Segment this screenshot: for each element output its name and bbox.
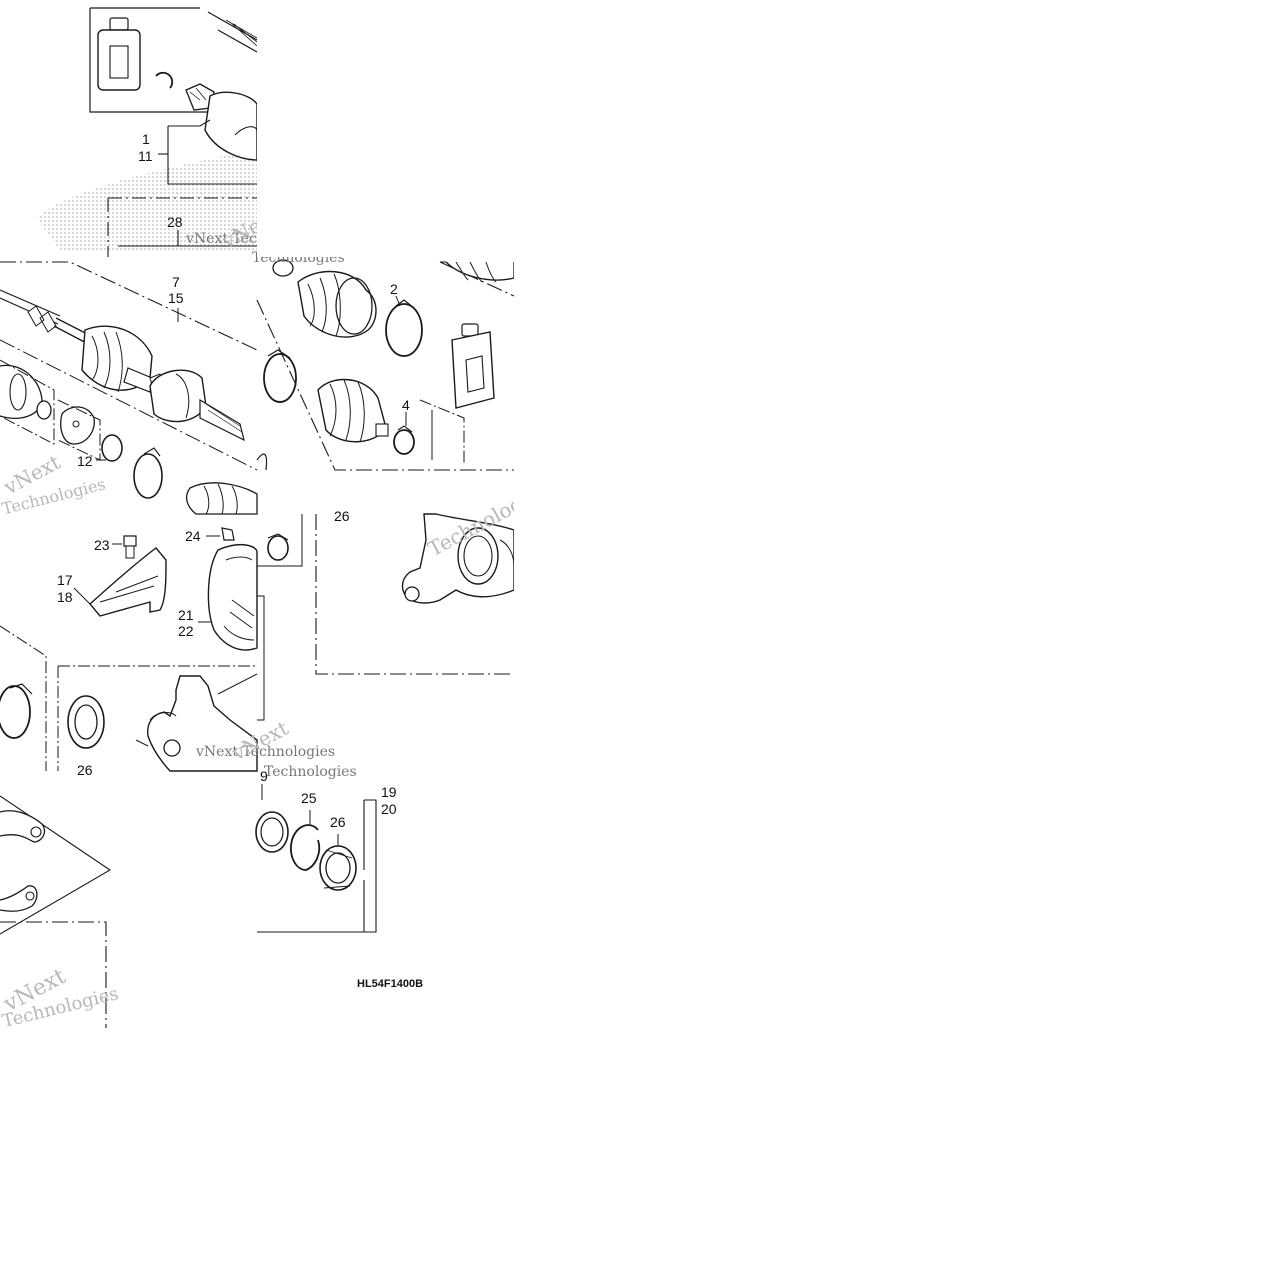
boot-band-left bbox=[263, 353, 297, 403]
knuckle-arm-lower bbox=[0, 885, 38, 912]
boot-band-2 bbox=[385, 303, 423, 357]
callout-18[interactable]: 18 bbox=[57, 589, 73, 605]
blank-area bbox=[514, 257, 1285, 771]
inner-boot-2 bbox=[317, 378, 389, 443]
callout-23[interactable]: 23 bbox=[94, 537, 110, 553]
knuckle-hub bbox=[401, 513, 515, 604]
boot-clamp bbox=[133, 453, 163, 499]
tile-middle-center bbox=[256, 259, 515, 471]
tile-upper-left bbox=[36, 7, 258, 257]
blank-area bbox=[0, 1028, 514, 1285]
callout-4[interactable]: 4 bbox=[402, 397, 410, 413]
dust-shield-21-22 bbox=[207, 543, 258, 651]
grease-bottle bbox=[97, 17, 141, 91]
snap-ring-25 bbox=[290, 824, 321, 871]
callout-17[interactable]: 17 bbox=[57, 572, 73, 588]
outer-boot bbox=[297, 270, 377, 338]
callout-19[interactable]: 19 bbox=[381, 784, 397, 800]
callout-7[interactable]: 7 bbox=[172, 274, 180, 290]
callout-24[interactable]: 24 bbox=[185, 528, 201, 544]
snap-ring bbox=[101, 434, 123, 462]
bolt-24 bbox=[206, 527, 235, 541]
circlip bbox=[155, 71, 174, 89]
tile-lower-left bbox=[0, 527, 265, 772]
bolt-23 bbox=[112, 535, 137, 559]
oil-seal-26 bbox=[67, 695, 105, 749]
callout-20[interactable]: 20 bbox=[381, 801, 397, 817]
kit-box-outline bbox=[89, 8, 257, 113]
tile-lower-center bbox=[257, 513, 515, 675]
callout-11[interactable]: 11 bbox=[138, 148, 153, 164]
callout-1[interactable]: 1 bbox=[142, 131, 150, 147]
blank-area bbox=[514, 771, 1285, 1285]
knuckle-arm-upper bbox=[0, 810, 46, 843]
callout-22[interactable]: 22 bbox=[178, 623, 194, 639]
callout-2[interactable]: 2 bbox=[390, 281, 398, 297]
dust-seal-9 bbox=[255, 811, 289, 853]
boot-band-4 bbox=[393, 429, 415, 455]
drawing-code: HL54F1400B bbox=[357, 978, 424, 990]
splined-shaft bbox=[207, 11, 258, 53]
retaining-ring bbox=[36, 400, 52, 420]
callout-9[interactable]: 9 bbox=[260, 768, 268, 784]
outer-cv-joint bbox=[149, 369, 245, 442]
cv-joint-outer bbox=[185, 83, 258, 161]
callout-26-seal[interactable]: 26 bbox=[77, 762, 93, 778]
steering-knuckle bbox=[147, 675, 258, 772]
joint-cage bbox=[60, 406, 95, 445]
callout-25[interactable]: 25 bbox=[301, 790, 317, 806]
stipple-shadow bbox=[36, 150, 257, 250]
tile-bottom-center bbox=[255, 784, 377, 933]
boot-band-lower bbox=[0, 685, 31, 739]
half-shaft bbox=[0, 289, 96, 347]
watermark-text: vNext Technologies bbox=[196, 744, 336, 760]
heat-shield-17-18 bbox=[89, 547, 167, 617]
callout-12[interactable]: 12 bbox=[77, 453, 93, 469]
blank-area bbox=[257, 0, 1285, 257]
callout-21[interactable]: 21 bbox=[178, 607, 194, 623]
tile-middle-left bbox=[0, 261, 258, 515]
callout-15[interactable]: 15 bbox=[168, 290, 184, 306]
grease-bottle-2 bbox=[451, 323, 495, 409]
callout-26-bearing[interactable]: 26 bbox=[330, 814, 346, 830]
callout-26-top[interactable]: 26 bbox=[334, 508, 350, 524]
tile-bottom-left bbox=[0, 795, 112, 1028]
watermark-tagline: Technologies bbox=[264, 764, 357, 780]
callout-28[interactable]: 28 bbox=[167, 214, 183, 230]
hub-bearing-26 bbox=[319, 845, 357, 891]
